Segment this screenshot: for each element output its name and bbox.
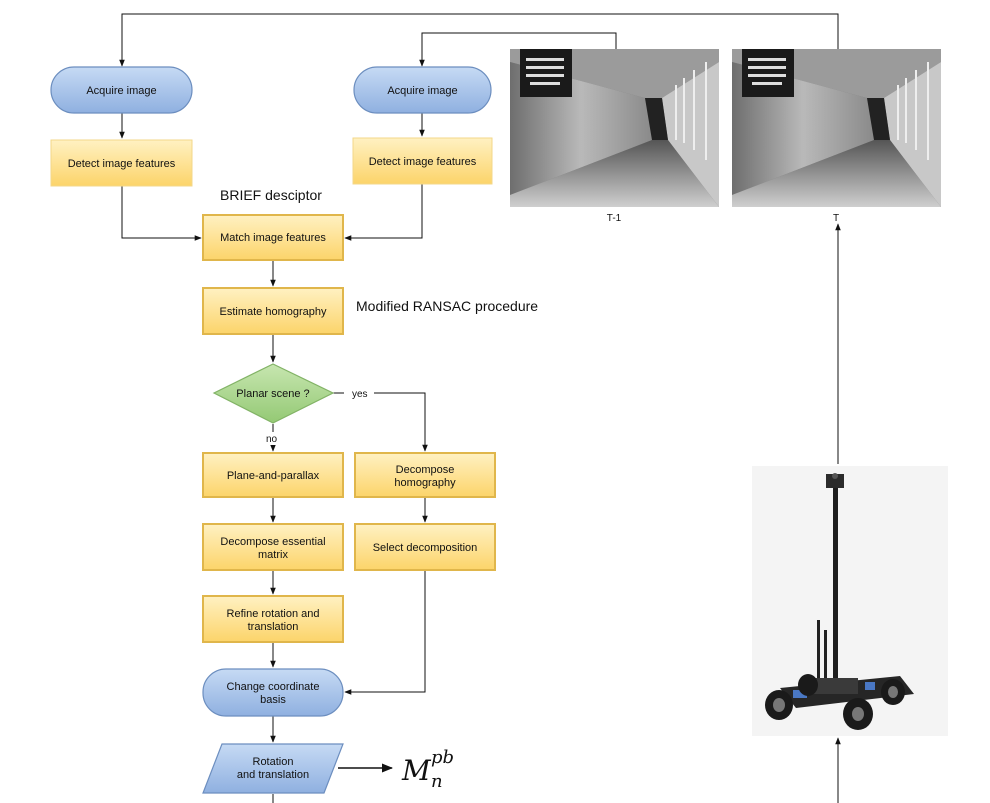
node-planar-scene-decision: Planar scene ? — [212, 363, 335, 424]
plane-parallax-label: Plane-and-parallax — [227, 470, 320, 482]
node-rotation-translation-output: Rotation and translation — [202, 743, 344, 794]
detect-left-label: Detect image features — [68, 158, 176, 170]
yes-label: yes — [352, 389, 368, 400]
frame-label-current: T — [833, 213, 839, 224]
change-basis-label-line2: basis — [260, 694, 286, 706]
matrix-symbol-superscript: pb — [431, 747, 454, 768]
matrix-symbol-base: M — [401, 754, 432, 787]
camera-image-current — [732, 49, 941, 207]
node-decompose-homography: Decompose homography — [354, 452, 496, 498]
rotation-translation-label-line2: and translation — [237, 769, 309, 781]
node-acquire-image-left: Acquire image — [50, 66, 193, 114]
refine-label-line2: translation — [248, 621, 299, 633]
node-decompose-essential-matrix: Decompose essential matrix — [202, 523, 344, 571]
arrow-select-change — [344, 570, 426, 695]
acquire-left-label: Acquire image — [86, 85, 156, 97]
matrix-symbol-subscript: n — [431, 771, 443, 792]
change-basis-label-line1: Change coordinate — [227, 681, 320, 693]
decompose-essential-label-line1: Decompose essential — [220, 536, 325, 548]
node-change-coordinate-basis: Change coordinate basis — [202, 668, 344, 717]
arrow-yes — [333, 392, 428, 452]
select-decomposition-label: Select decomposition — [373, 542, 478, 554]
node-detect-features-right: Detect image features — [352, 137, 493, 185]
estimate-label: Estimate homography — [220, 306, 327, 318]
node-acquire-image-right: Acquire image — [353, 66, 492, 114]
arrow-detect-match-left — [121, 186, 202, 241]
acquire-right-label: Acquire image — [387, 85, 457, 97]
decompose-essential-label-line2: matrix — [258, 549, 288, 561]
no-label: no — [266, 434, 278, 445]
rotation-translation-label-line1: Rotation — [253, 756, 294, 768]
brief-descriptor-annotation: BRIEF desciptor — [220, 187, 322, 203]
decompose-homography-label-line1: Decompose — [396, 464, 455, 476]
robot-photo — [752, 466, 948, 736]
frame-label-previous: T-1 — [607, 213, 622, 224]
detect-right-label: Detect image features — [369, 156, 477, 168]
ransac-annotation: Modified RANSAC procedure — [356, 298, 538, 314]
output-matrix-symbol: M pb n — [401, 747, 454, 792]
node-select-decomposition: Select decomposition — [354, 523, 496, 571]
loop-line-left — [119, 13, 839, 67]
camera-image-previous — [510, 49, 719, 207]
node-match-features: Match image features — [202, 214, 344, 261]
decompose-homography-label-line2: homography — [394, 477, 456, 489]
planar-decision-label: Planar scene ? — [236, 388, 309, 400]
match-label: Match image features — [220, 232, 326, 244]
node-detect-features-left: Detect image features — [50, 139, 193, 187]
arrow-detect-match-right — [344, 184, 423, 241]
refine-label-line1: Refine rotation and — [227, 608, 320, 620]
loop-line-right — [419, 32, 617, 67]
node-refine-rotation-translation: Refine rotation and translation — [202, 595, 344, 643]
node-plane-and-parallax: Plane-and-parallax — [202, 452, 344, 498]
node-estimate-homography: Estimate homography — [202, 287, 344, 335]
connectors — [119, 13, 841, 803]
